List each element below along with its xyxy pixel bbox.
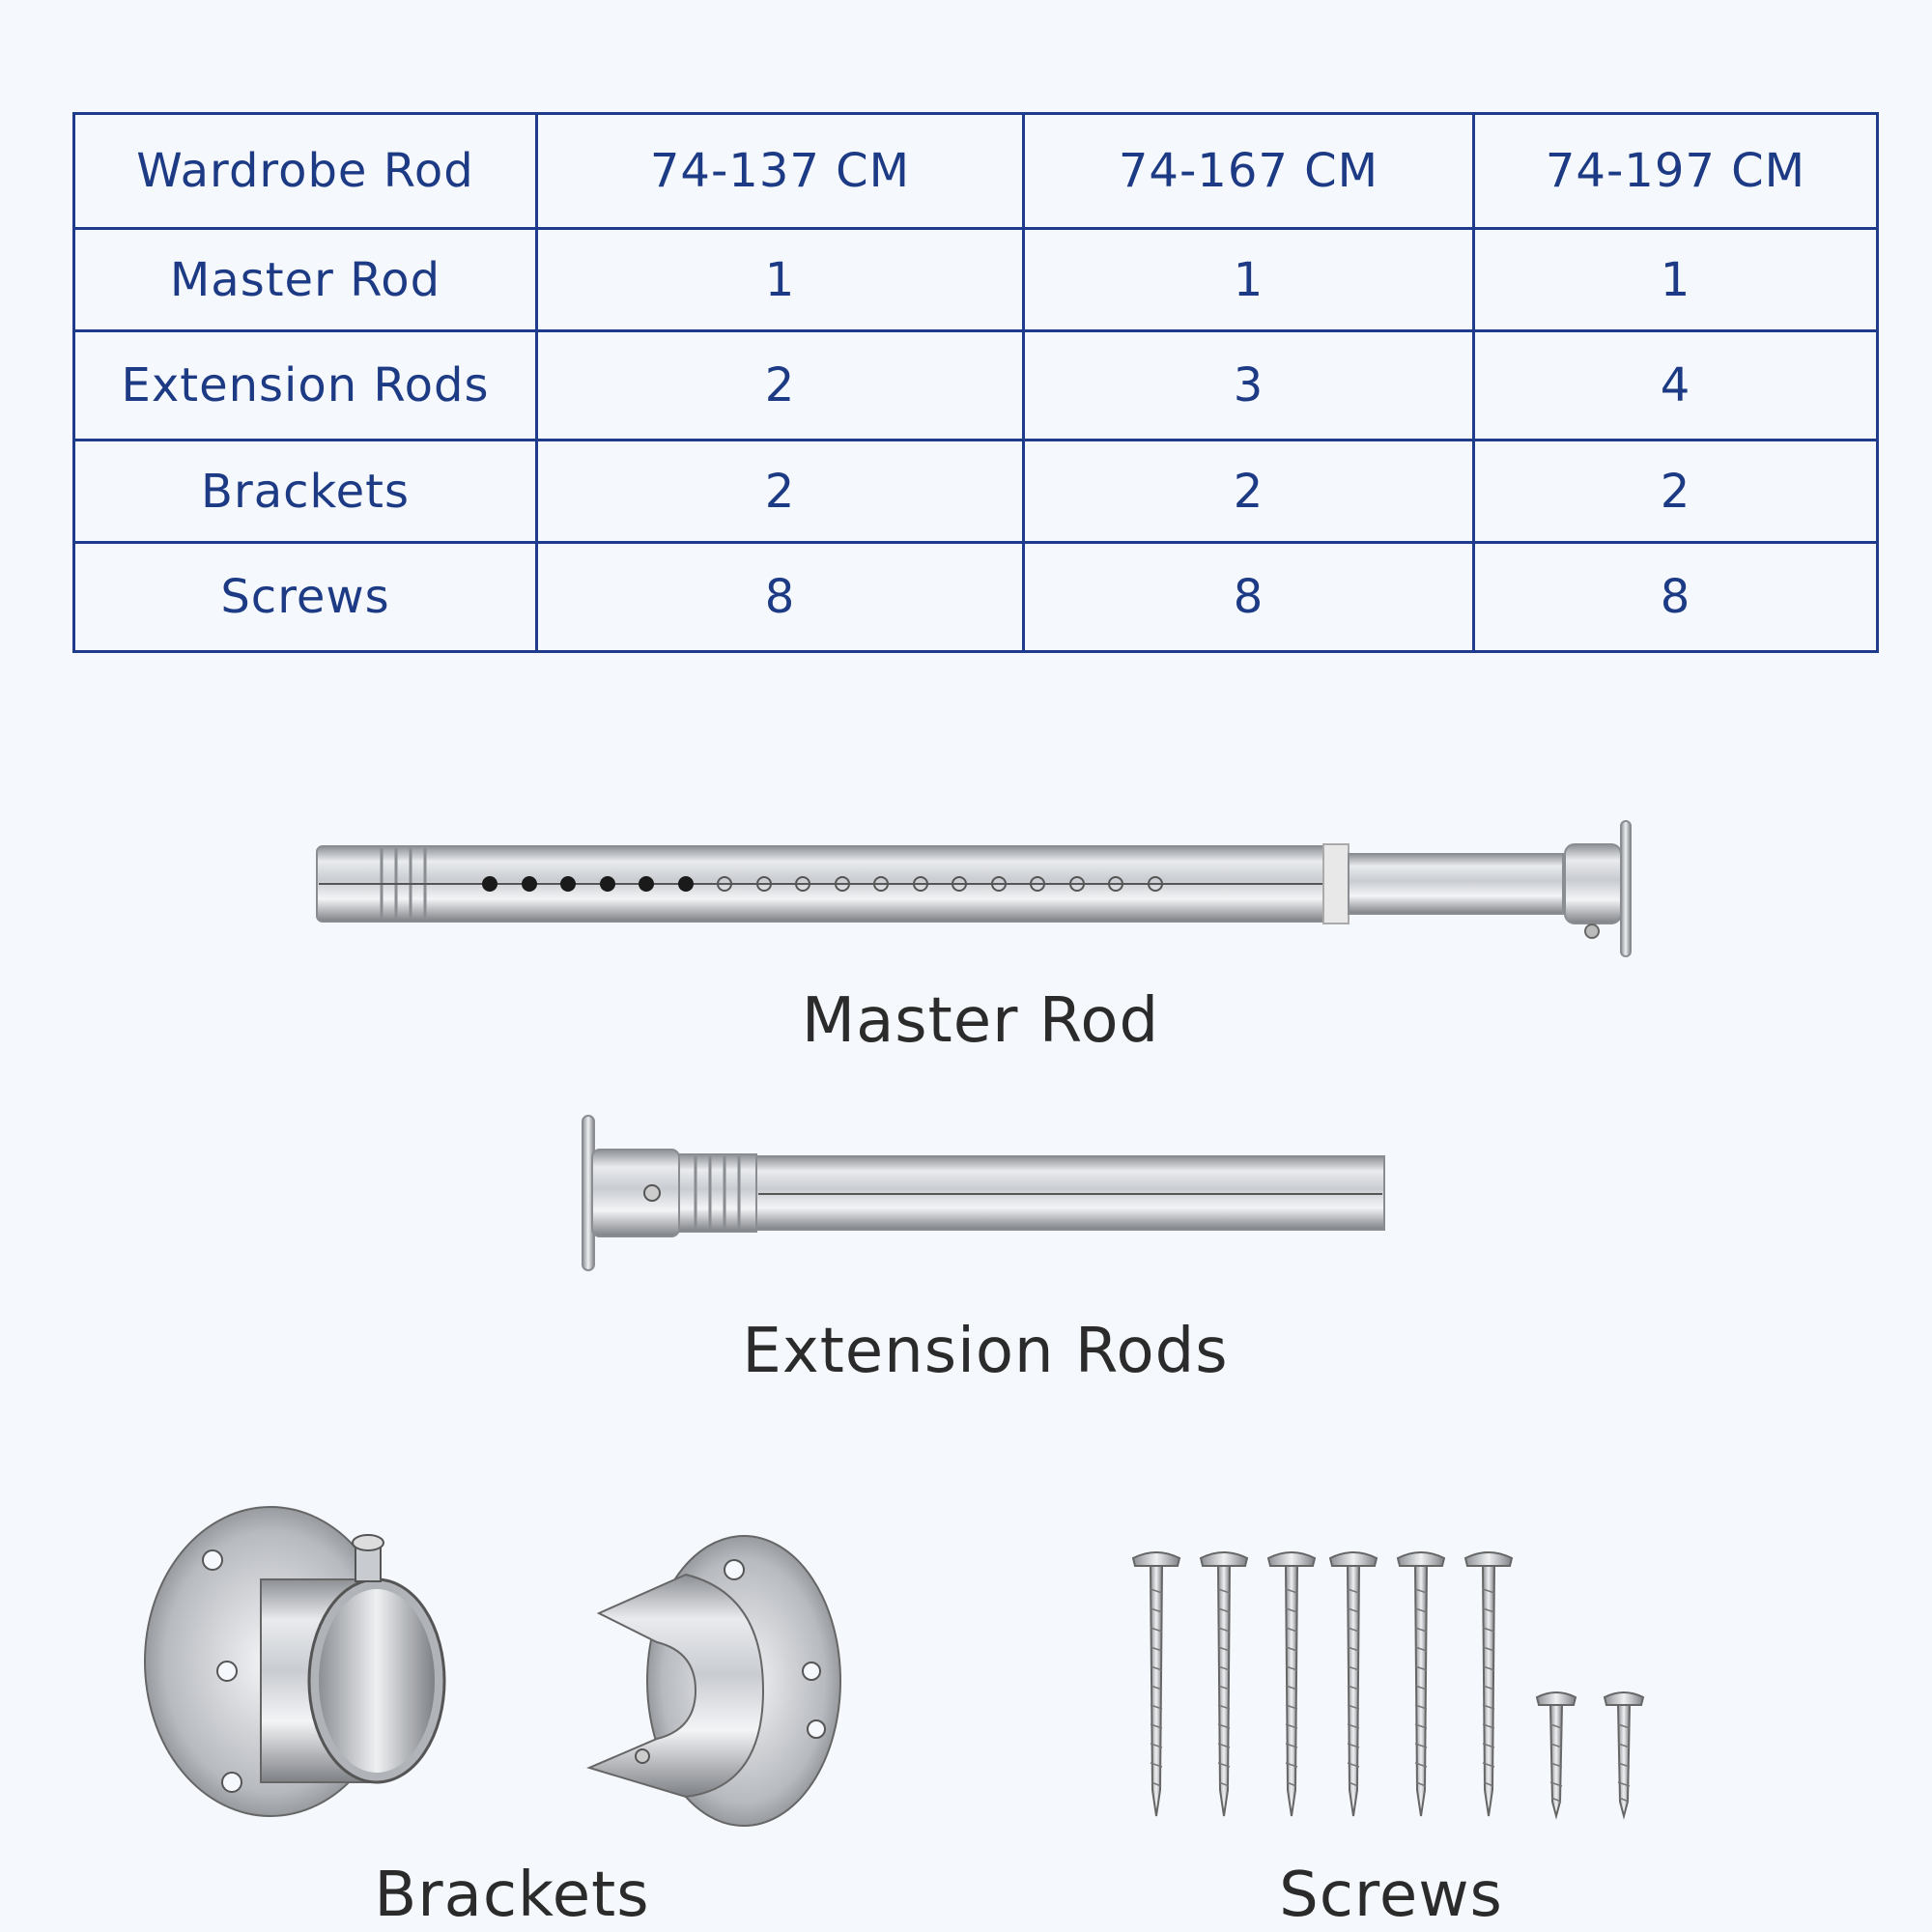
table-cell: 3 — [1022, 329, 1475, 441]
header-cell-74-137: 74-137 CM — [535, 112, 1025, 230]
table-cell: 2 — [535, 439, 1025, 544]
master-rod-caption: Master Rod — [801, 985, 1160, 1057]
table-cell: 8 — [1022, 541, 1475, 653]
table-cell: 1 — [535, 227, 1025, 332]
table-row: Extension Rods 2 3 4 — [72, 329, 1879, 441]
table-cell: 1 — [1022, 227, 1475, 332]
extension-rods-caption: Extension Rods — [742, 1316, 1229, 1387]
row-label-brackets: Brackets — [72, 439, 538, 544]
table-cell: 2 — [1022, 439, 1475, 544]
bracket-open-image — [586, 1535, 841, 1827]
extension-rod-image — [582, 1115, 1385, 1271]
spec-table: Wardrobe Rod 74-137 CM 74-167 CM 74-197 … — [72, 112, 1879, 653]
screw-long — [1131, 1551, 1181, 1817]
row-label-master-rod: Master Rod — [72, 227, 538, 332]
table-row: Screws 8 8 8 — [72, 541, 1879, 653]
bracket-closed-image — [144, 1506, 446, 1817]
row-label-extension-rods: Extension Rods — [72, 329, 538, 441]
table-row: Master Rod 1 1 1 — [72, 227, 1879, 332]
header-cell-wardrobe-rod: Wardrobe Rod — [72, 112, 538, 230]
master-rod-image — [316, 820, 1632, 957]
table-row: Brackets 2 2 2 — [72, 439, 1879, 544]
brackets-caption: Brackets — [374, 1860, 650, 1931]
table-cell: 8 — [1472, 541, 1879, 653]
row-label-screws: Screws — [72, 541, 538, 653]
table-cell: 8 — [535, 541, 1025, 653]
table-cell: 4 — [1472, 329, 1879, 441]
screws-caption: Screws — [1279, 1860, 1503, 1931]
table-cell: 2 — [1472, 439, 1879, 544]
screws-image — [1131, 1551, 1645, 1820]
table-cell: 2 — [535, 329, 1025, 441]
header-cell-74-167: 74-167 CM — [1022, 112, 1475, 230]
table-cell: 1 — [1472, 227, 1879, 332]
header-cell-74-197: 74-197 CM — [1472, 112, 1879, 230]
table-header-row: Wardrobe Rod 74-137 CM 74-167 CM 74-197 … — [72, 112, 1879, 230]
